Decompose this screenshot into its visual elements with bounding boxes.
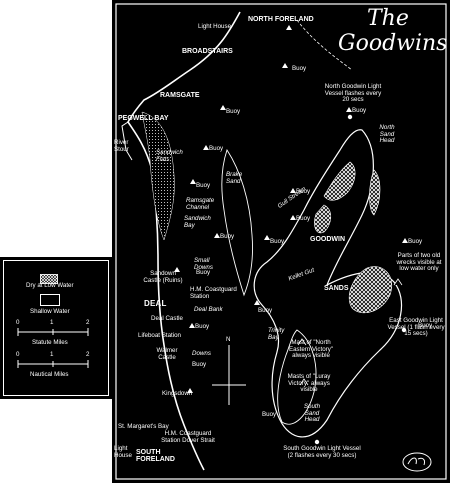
label-north-foreland: NORTH FORELAND [248, 16, 314, 23]
label-ramsgate: RAMSGATE [160, 92, 200, 99]
goodwin-sands-outline [253, 129, 403, 438]
buoy-label: Buoy [296, 188, 311, 195]
ferry-route [296, 19, 353, 71]
statute-tick-0: 0 [16, 319, 20, 326]
legend-dry-label: Dry at Low Water [26, 282, 74, 289]
buoy-label: Buoy [292, 65, 307, 72]
label-trinity-bay: Trinity Bay [268, 327, 285, 341]
sandwich-flats-shape [141, 111, 175, 241]
buoy-label: Buoy [262, 411, 277, 418]
north-arrow-label: N [226, 336, 231, 343]
label-north-sand-head: North Sand Head [379, 124, 395, 144]
label-parts-of-wrecks: Parts of two old wrecks visible at low w… [396, 252, 442, 272]
label-walmer-castle: Walmer Castle [156, 347, 178, 361]
buoy-label: Buoy [270, 238, 285, 245]
nautical-tick-1: 1 [50, 351, 54, 358]
buoy-label: Buoy [408, 238, 423, 245]
north-sand-dry [323, 161, 356, 201]
goodwin-dry-3 [369, 169, 381, 216]
label-sandwich-bay: Sandwich Bay [184, 215, 211, 229]
label-sandown-castle: Sandown Castle (Ruins) [143, 270, 183, 284]
label-lighthouse-south: Light House [114, 445, 132, 459]
buoy-label: Buoy [196, 182, 211, 189]
label-kingsdown: Kingsdown [162, 390, 193, 397]
label-south-goodwin-lv: South Goodwin Light Vessel (2 flashes ev… [283, 445, 361, 459]
brake-sand-shape [221, 148, 253, 297]
statute-tick-1: 1 [50, 319, 54, 326]
label-pegwell-bay: PEGWELL BAY [118, 115, 169, 122]
label-broadstairs: BROADSTAIRS [182, 48, 233, 55]
label-sands: SANDS [324, 285, 349, 292]
buoy-label: Buoy [220, 233, 235, 240]
goodwin-dry-2 [348, 266, 392, 314]
label-deal-castle: Deal Castle [151, 315, 183, 322]
label-masts-luray: Masts of "Luray Victory" always visible [287, 373, 331, 393]
buoy-label: Buoy [258, 307, 273, 314]
legend-shallow-swatch [40, 294, 60, 306]
wreck-marks [297, 278, 403, 386]
legend-nautical-label: Nautical Miles [30, 371, 69, 378]
buoy-label: Buoy [192, 361, 207, 368]
legend-box: Dry at Low Water Shallow Water 0 1 2 Sta… [3, 260, 109, 396]
legend-statute-label: Statute Miles [32, 339, 68, 346]
title-line-2: Goodwins [338, 31, 448, 56]
north-arrow [212, 345, 246, 405]
map-frame: The Goodwins Light House NORTH FORELAND … [112, 0, 450, 483]
light-vessel-marks [314, 114, 407, 445]
label-brake-sand: Brake Sand [226, 171, 243, 185]
nautical-tick-0: 0 [16, 351, 20, 358]
title-line-1: The [367, 6, 409, 31]
label-lighthouse-north: Light House [198, 23, 232, 30]
nautical-tick-2: 2 [86, 351, 90, 358]
label-small-downs: Small Downs [194, 257, 213, 271]
legend-shallow-label: Shallow Water [30, 308, 70, 315]
label-deal-bank: Deal Bank [194, 306, 223, 313]
label-st-margarets-bay: St. Margaret's Bay [118, 423, 169, 430]
label-lifeboat-station: Lifeboat Station [138, 332, 182, 339]
legend-dry-swatch [40, 269, 58, 284]
buoy-label: Buoy [352, 107, 367, 114]
south-sand-outline [277, 329, 317, 425]
buoy-label: Buoy [196, 269, 211, 276]
river-stour-line [121, 121, 133, 161]
label-goodwin: GOODWIN [310, 236, 345, 243]
label-south-sand-head: South Sand Head [303, 403, 321, 423]
buoy-markers [174, 25, 408, 393]
label-north-goodwin-lv: North Goodwin Light Vessel flashes every… [324, 83, 382, 103]
label-deal: DEAL [144, 299, 167, 308]
map-border [115, 3, 447, 480]
label-east-goodwin-lv: East Goodwin Light Vessel (1 flash every… [387, 317, 445, 337]
label-sandwich-flats: Sandwich Flats [156, 149, 183, 163]
legend: Dry at Low Water Shallow Water 0 1 2 Sta… [0, 257, 112, 399]
goodwin-dry-1 [314, 204, 332, 234]
buoy-label: Buoy [226, 108, 241, 115]
label-hm-coastguard: H.M. Coastguard Station [190, 286, 237, 300]
map-drawing [115, 3, 447, 480]
label-south-foreland: SOUTH FORELAND [136, 449, 175, 464]
label-ramsgate-channel: Ramsgate Channel [186, 197, 215, 211]
label-hm-coastguard-dover: H.M. Coastguard Station Dover Strait [161, 430, 215, 444]
buoy-label: Buoy [209, 145, 224, 152]
buoy-label: Buoy [195, 323, 210, 330]
label-river-stour: River Stour [114, 139, 129, 153]
coastline [127, 11, 241, 471]
artist-signature [402, 452, 432, 472]
label-downs: Downs [192, 350, 211, 357]
buoy-label: Buoy [418, 322, 433, 329]
statute-tick-2: 2 [86, 319, 90, 326]
statute-scale-bar [17, 328, 89, 336]
nautical-scale-bar [17, 360, 89, 368]
buoy-label: Buoy [296, 215, 311, 222]
label-masts-north-eastern: Mast of "North Eastern Victory" always v… [288, 339, 334, 359]
